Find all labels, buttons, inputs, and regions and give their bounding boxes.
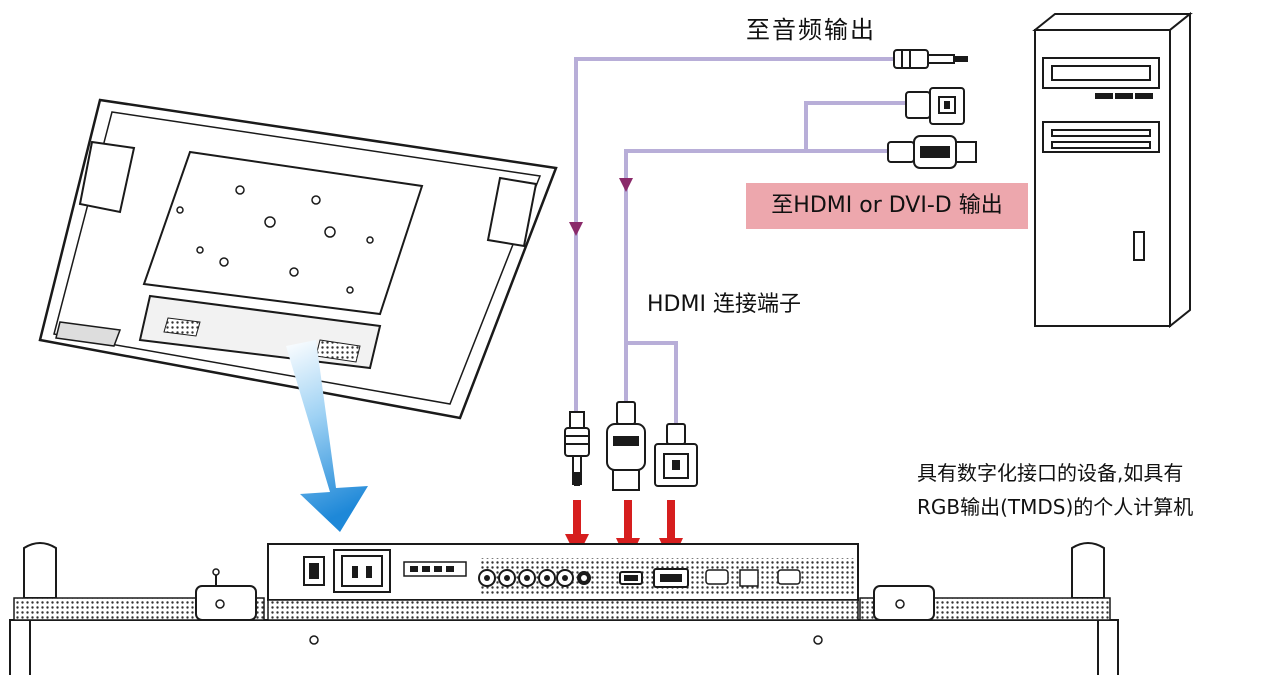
cable-lines (574, 57, 906, 424)
audio-output-label: 至音频输出 (746, 16, 876, 44)
pointer-arrow-icon (286, 340, 368, 532)
device-description: 具有数字化接口的设备,如具有 RGB输出(TMDS)的个人计算机 (917, 456, 1193, 524)
audio-mini-jack-icon (893, 49, 968, 69)
device-description-line1: 具有数字化接口的设备,如具有 (917, 461, 1184, 485)
pc-tower-icon (1032, 11, 1193, 329)
monitor-bottom-panel (9, 542, 1119, 675)
device-description-line2: RGB输出(TMDS)的个人计算机 (917, 495, 1194, 519)
bottom-dvi-plug-icon (654, 423, 698, 487)
monitor-back-icon (38, 98, 558, 420)
audio-direction-arrow (569, 222, 583, 236)
hdmi-direction-arrow (619, 178, 633, 192)
bottom-audio-plug-icon (564, 411, 590, 486)
hdmi-terminal-label: HDMI 连接端子 (647, 292, 801, 317)
hdmi-plug-icon (887, 135, 977, 169)
dvi-plug-icon (905, 87, 965, 125)
hdmi-dvi-output-label: 至HDMI or DVI-D 输出 (746, 183, 1028, 229)
bottom-hdmi-plug-icon (606, 401, 646, 491)
